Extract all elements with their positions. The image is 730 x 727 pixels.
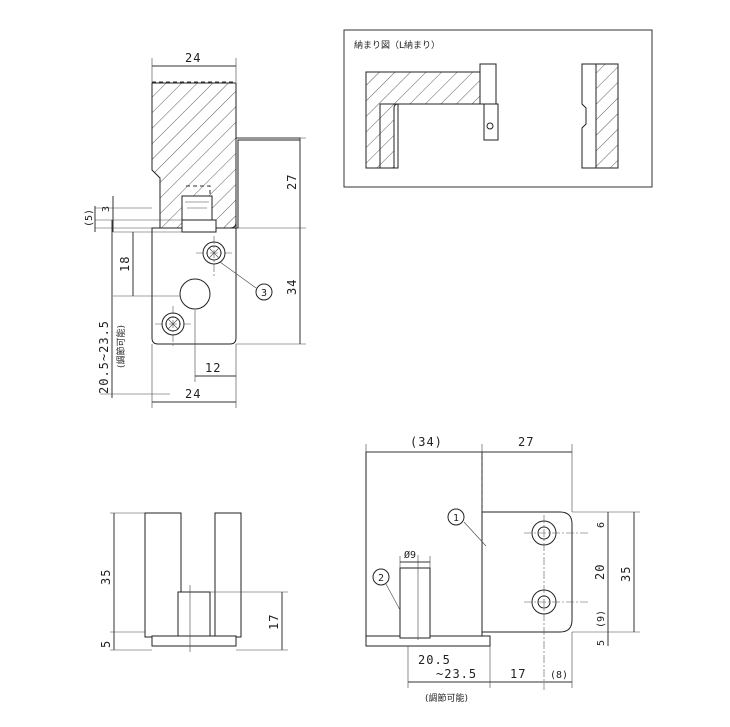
adjust-hole	[179, 278, 211, 310]
dim-34: 34	[285, 279, 299, 295]
front-dim-20: 20	[593, 564, 607, 580]
front-dim-9: (9)	[596, 610, 607, 628]
front-dim-5: 5	[596, 640, 607, 646]
front-dim-23-5: ~23.5	[436, 667, 477, 681]
callout-3-circle	[255, 283, 273, 301]
inset-frame	[343, 29, 653, 188]
inset-wall-right	[595, 63, 619, 169]
dim-5: (5)	[84, 209, 95, 227]
inset-detail: 納まり図（L納まり）	[343, 29, 653, 188]
inset-title: 納まり図（L納まり）	[354, 39, 440, 51]
side-left-leg	[144, 512, 182, 638]
dim-3: 3	[101, 206, 112, 212]
inset-wall-left	[365, 71, 481, 169]
side-dim-35: 35	[99, 569, 113, 585]
dim-18: 18	[118, 256, 132, 272]
dim-bottom-width: 24	[185, 387, 201, 401]
callout-1-circle	[447, 508, 465, 526]
front-dim-20-5: 20.5	[418, 653, 451, 667]
front-dim-17: 17	[510, 667, 526, 681]
side-base	[151, 635, 237, 647]
front-dim-35: 35	[619, 566, 633, 582]
front-post	[399, 567, 431, 639]
side-dim-17: 17	[267, 614, 281, 630]
side-right-leg	[214, 512, 242, 638]
adjust-note-bottom: (調節可能)	[425, 692, 468, 704]
dim-top-width: 24	[185, 51, 201, 65]
top-view: 24 27 34 3 (5) 18 20.5~23.5 (調節可能) 12	[84, 51, 306, 408]
side-view: 35 5 17	[99, 512, 288, 652]
side-dim-5: 5	[99, 640, 113, 648]
dim-12: 12	[205, 361, 221, 375]
side-post	[177, 591, 211, 638]
front-dim-34: (34)	[410, 435, 443, 449]
adjust-note-left: (調節可能)	[115, 325, 127, 368]
inset-bracket	[479, 63, 497, 105]
front-dim-27: 27	[518, 435, 534, 449]
callout-1: 1	[453, 513, 459, 524]
callout-2-circle	[372, 568, 390, 586]
dim-27: 27	[285, 174, 299, 190]
dim-adjust-range: 20.5~23.5	[97, 320, 111, 394]
callout-3: 3	[261, 288, 267, 299]
callout-2: 2	[378, 573, 384, 584]
front-dim-6: 6	[596, 522, 607, 528]
front-dim-phi9: Ø9	[404, 549, 416, 561]
front-view: (34) 27 6 20 (9) 5 35 Ø9 20.5 ~23.5 17 (…	[365, 435, 640, 704]
front-plate	[481, 511, 573, 633]
front-dim-8: (8)	[550, 670, 568, 681]
